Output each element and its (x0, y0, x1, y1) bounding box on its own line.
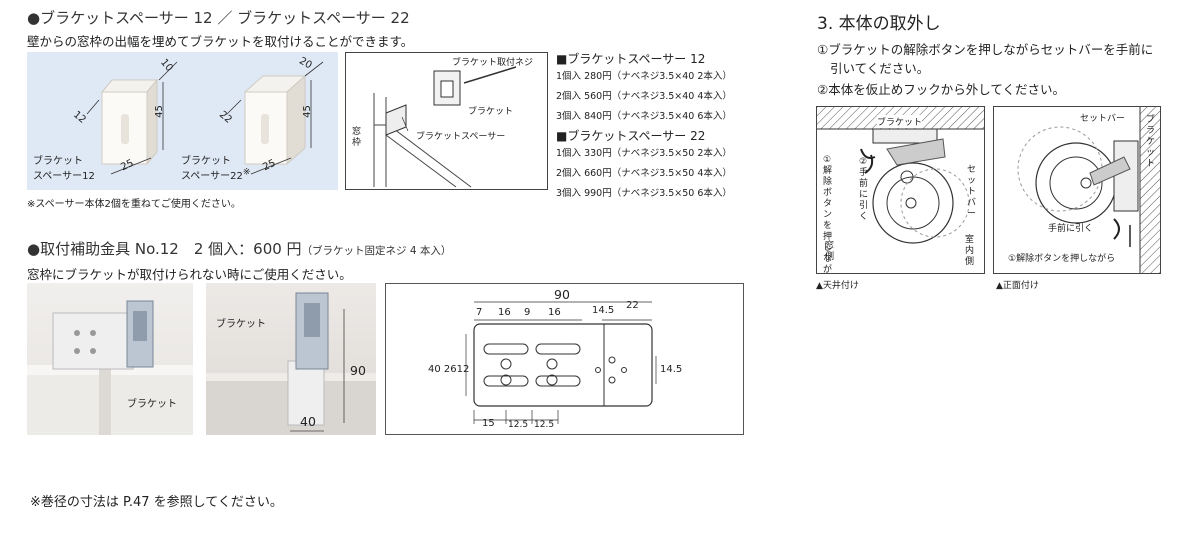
removal-heading: 3. 本体の取外し (817, 14, 941, 34)
removal-step1-line1: ①ブラケットの解除ボタンを押しながらセットバーを手前に (817, 42, 1154, 57)
spacer22-mark: ※ (242, 167, 251, 178)
fig1-window-side-label: 窓側 (825, 241, 835, 262)
drawing-dim-7: 7 (476, 307, 483, 318)
drawing-dim-9: 9 (524, 307, 531, 318)
fig2-press-label: ①解除ボタンを押しながら (1008, 254, 1116, 264)
spacer12-label-1: ブラケット (33, 156, 83, 167)
spacer12-label-2: スペーサー12 (33, 171, 95, 182)
fig2-caption: ▲正面付け (996, 281, 1039, 291)
aux-heading-sub: （ブラケット固定ネジ 4 本入） (301, 245, 452, 257)
drawing-dim-16b: 16 (548, 307, 561, 318)
removal-step2: ②本体を仮止めフックから外してください。 (817, 82, 1065, 97)
drawing-dim-left: 40 2612 (428, 364, 470, 375)
front-mount-figure: セットバー ブラケット 手前に引く ①解除ボタンを押しながら (993, 106, 1161, 274)
drawing-dim-12-5a: 12.5 (508, 420, 529, 430)
drawing-dim-15: 15 (482, 418, 495, 429)
fig1-bracket-label: ブラケット (877, 115, 923, 128)
drawing-dim-12-5b: 12.5 (534, 420, 555, 430)
price-12-line-1: 1個入 280円（ナベネジ3.5×40 2本入） (556, 71, 732, 82)
diagram-spacer-label: ブラケットスペーサー (416, 132, 506, 142)
spacer-heading: ●ブラケットスペーサー 12 ／ ブラケットスペーサー 22 (27, 9, 410, 27)
aux-heading-main: ●取付補助金具 No.12 2 個入：600 円 (27, 240, 302, 258)
drawing-dim-22: 22 (626, 300, 639, 311)
drawing-dim-16a: 16 (498, 307, 511, 318)
fig1-pull-label: ②手前に引く (859, 157, 869, 222)
spacer12-dim-height: 45 (153, 105, 165, 118)
spacer22-label-2: スペーサー22 (181, 171, 243, 182)
spacer-description: 壁からの窓枠の出幅を埋めてブラケットを取付けることができます。 (27, 34, 414, 49)
diagram-bracket-label: ブラケット (468, 107, 514, 117)
price-title-12: ■ブラケットスペーサー 12 (556, 52, 706, 66)
photo2-dim-90: 90 (350, 363, 366, 378)
photo2-bracket-label: ブラケット (216, 319, 266, 330)
fig2-pull-label: 手前に引く (1048, 224, 1094, 234)
fig1-room-side-label: 室内側 (965, 235, 975, 267)
aux-description: 窓枠にブラケットが取付けられない時にご使用ください。 (27, 267, 352, 282)
aux-photo-2: ブラケット 90 40 (206, 283, 376, 435)
removal-step1-line2: 引いてください。 (830, 61, 930, 76)
diagram-frame-label: 窓枠 (352, 127, 362, 148)
spacer-price-list: ■ブラケットスペーサー 12 1個入 280円（ナベネジ3.5×40 2本入） … (556, 50, 756, 204)
footer-note: ※巻径の寸法は P.47 を参照してください。 (30, 495, 283, 510)
fig1-press-label: ①解除ボタンを押しながら (823, 155, 833, 274)
aux-photo-1: ブラケット (27, 283, 193, 435)
price-title-22: ■ブラケットスペーサー 22 (556, 129, 706, 143)
price-22-line-1: 1個入 330円（ナベネジ3.5×50 2本入） (556, 148, 732, 159)
price-22-line-2: 2個入 660円（ナベネジ3.5×50 4本入） (556, 168, 732, 179)
spacer22-label-1: ブラケット (181, 156, 231, 167)
drawing-dim-14-5-top: 14.5 (592, 305, 615, 316)
spacer-photo-panel: 10 45 12 25 ブラケット スペーサー12 20 45 22 25 ブラ… (27, 52, 338, 190)
photo1-bracket-label: ブラケット (127, 399, 177, 410)
spacer-illustration (86, 61, 324, 175)
spacer-note: ※スペーサー本体2個を重ねてご使用ください。 (27, 199, 241, 210)
aux-technical-drawing: 90 7 16 9 16 14.5 22 40 2612 14.5 15 12.… (385, 283, 744, 435)
fig2-setbar-label: セットバー (1080, 114, 1126, 124)
diagram-screw-label: ブラケット取付ネジ (452, 58, 534, 68)
price-12-line-2: 2個入 560円（ナベネジ3.5×40 4本入） (556, 91, 732, 102)
installation-diagram: ブラケット取付ネジ ブラケット ブラケットスペーサー 窓枠 (345, 52, 548, 190)
price-12-line-3: 3個入 840円（ナベネジ3.5×40 6本入） (556, 111, 732, 122)
fig2-bracket-label: ブラケット (1146, 115, 1156, 169)
photo2-dim-40: 40 (300, 414, 316, 429)
price-22-line-3: 3個入 990円（ナベネジ3.5×50 6本入） (556, 188, 732, 199)
drawing-dim-top: 90 (554, 287, 570, 302)
spacer22-dim-height: 45 (301, 105, 313, 118)
aux-heading: ●取付補助金具 No.12 2 個入：600 円（ブラケット固定ネジ 4 本入） (27, 238, 451, 259)
drawing-dim-right: 14.5 (660, 364, 683, 375)
fig1-caption: ▲天井付け (816, 281, 859, 291)
ceiling-mount-figure: ブラケット ①解除ボタンを押しながら ②手前に引く セットバー 窓側 室内側 (816, 106, 985, 274)
fig1-setbar-label: セットバー (967, 165, 977, 219)
spacer22-label-2-wrap: スペーサー22※ (181, 167, 250, 182)
